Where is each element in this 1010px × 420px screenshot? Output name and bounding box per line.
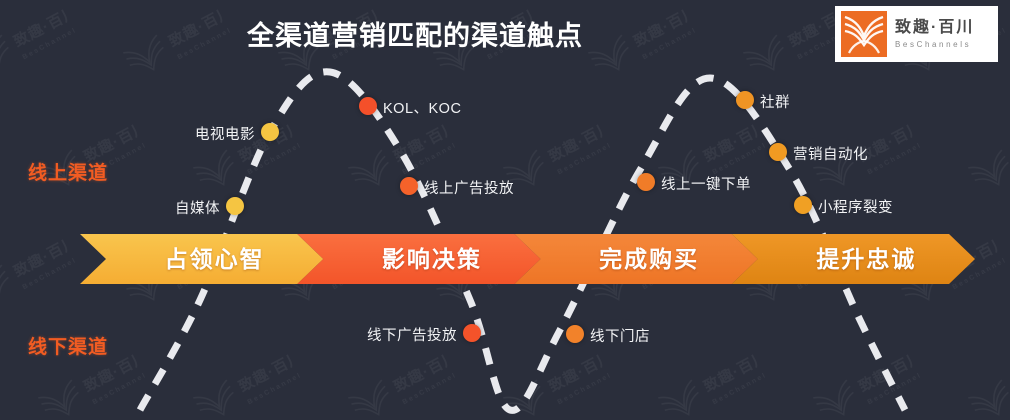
brand-logo: 致趣·百川 BesChannels: [835, 6, 998, 62]
touchpoint-label: 社群: [760, 95, 790, 111]
touchpoint-dot[interactable]: [261, 123, 279, 141]
axis-label-offline: 线下渠道: [28, 337, 109, 358]
stage-chevron[interactable]: [80, 234, 324, 284]
stage-label-2: 影响决策: [381, 246, 482, 272]
logo-english-name: BesChannels: [895, 39, 972, 49]
touchpoint-label: 线下广告投放: [367, 328, 457, 344]
touchpoint-label: 自媒体: [175, 201, 220, 217]
stage-label-3: 完成购买: [599, 246, 700, 272]
touchpoint-label: KOL、KOC: [383, 101, 462, 117]
touchpoint-dot[interactable]: [226, 197, 244, 215]
touchpoint-label: 小程序裂变: [818, 200, 893, 216]
besChannels-logo-icon: [841, 11, 887, 57]
touchpoint-label: 营销自动化: [793, 147, 868, 163]
page-title: 全渠道营销匹配的渠道触点: [247, 21, 583, 51]
touchpoint-dot[interactable]: [359, 97, 377, 115]
axis-label-online: 线上渠道: [28, 163, 109, 184]
stage-chevron[interactable]: [297, 234, 541, 284]
touchpoint-label: 电视电影: [195, 127, 255, 143]
stage-label-4: 提升忠诚: [816, 246, 917, 272]
stage-chevron[interactable]: [731, 234, 975, 284]
stage-chevron[interactable]: [514, 234, 758, 284]
touchpoint-dot[interactable]: [736, 91, 754, 109]
wave-dashed-line: [136, 68, 909, 414]
touchpoint-label: 线上一键下单: [661, 177, 751, 193]
touchpoint-dot[interactable]: [400, 177, 418, 195]
touchpoint-dot[interactable]: [794, 196, 812, 214]
touchpoint-dot[interactable]: [566, 325, 584, 343]
stage-banner: [80, 234, 975, 284]
touchpoint-label: 线下门店: [590, 329, 650, 345]
touchpoint-dot[interactable]: [637, 173, 655, 191]
touchpoint-dot[interactable]: [463, 324, 481, 342]
touchpoint-dot[interactable]: [769, 143, 787, 161]
logo-chinese-name: 致趣·百川: [895, 19, 975, 37]
touchpoint-label: 线上广告投放: [424, 181, 514, 197]
stage-label-1: 占领心智: [164, 246, 265, 272]
